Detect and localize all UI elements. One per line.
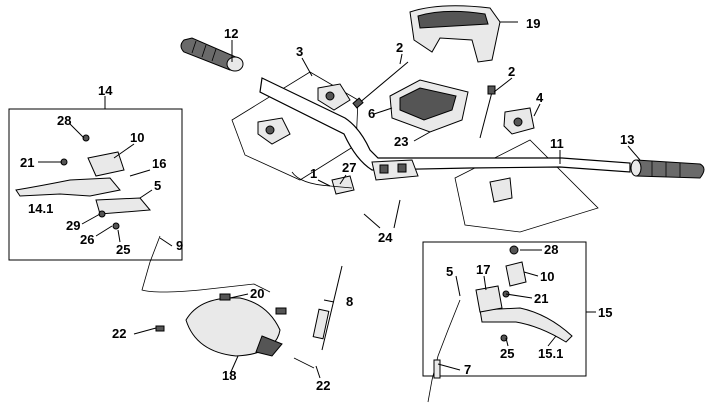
label-27: 27 (342, 160, 356, 175)
label-5-right: 5 (446, 264, 453, 279)
label-3: 3 (296, 44, 303, 59)
label-15: 15 (598, 305, 612, 320)
label-22-left: 22 (112, 326, 126, 341)
right-grip (630, 159, 705, 179)
label-13: 13 (620, 132, 634, 147)
cable-9 (141, 235, 271, 293)
long-bolts (352, 61, 496, 139)
left-lever-assembly (15, 134, 152, 230)
label-15-1: 15.1 (538, 346, 563, 361)
instrument-cluster (389, 79, 469, 133)
label-25-right: 25 (500, 346, 514, 361)
group-outline-right (454, 139, 599, 233)
label-25-left: 25 (116, 242, 130, 257)
label-1: 1 (310, 166, 317, 181)
label-2-right: 2 (508, 64, 515, 79)
left-switch-housing (257, 83, 351, 145)
handlebar-tube (259, 77, 631, 173)
label-23: 23 (394, 134, 408, 149)
callout-box-15 (422, 241, 587, 377)
label-26: 26 (80, 232, 94, 247)
throttle-housing (489, 107, 535, 203)
label-6: 6 (368, 106, 375, 121)
label-19: 19 (526, 16, 540, 31)
label-7: 7 (464, 362, 471, 377)
label-2-top: 2 (396, 40, 403, 55)
callout-box-14 (8, 108, 183, 261)
label-16: 16 (152, 156, 166, 171)
label-22-bottom: 22 (316, 378, 330, 393)
upper-cover (409, 5, 501, 63)
label-24: 24 (378, 230, 393, 245)
label-10-right: 10 (540, 269, 554, 284)
label-14-1: 14.1 (28, 201, 53, 216)
label-9: 9 (176, 238, 183, 253)
label-20: 20 (250, 286, 264, 301)
label-21-left: 21 (20, 155, 34, 170)
label-14: 14 (98, 83, 113, 98)
label-18: 18 (222, 368, 236, 383)
leader-lines (38, 21, 641, 379)
handlebar-clamp (331, 159, 419, 195)
label-28-right: 28 (544, 242, 558, 257)
part-number-labels: 12 3 2 19 2 4 6 23 11 13 1 27 24 14 28 1… (20, 16, 634, 393)
label-17: 17 (476, 262, 490, 277)
label-10-left: 10 (130, 130, 144, 145)
rod-8 (312, 265, 343, 351)
left-grip (180, 37, 244, 72)
label-21-right: 21 (534, 291, 548, 306)
right-lever-assembly (475, 245, 573, 343)
label-11: 11 (550, 136, 564, 151)
label-28-left: 28 (57, 113, 71, 128)
lower-cover (185, 297, 283, 357)
cable-7 (427, 299, 461, 403)
label-12: 12 (224, 26, 238, 41)
fasteners (155, 293, 315, 369)
label-8: 8 (346, 294, 353, 309)
label-29: 29 (66, 218, 80, 233)
label-4: 4 (536, 90, 544, 105)
label-5-left: 5 (154, 178, 161, 193)
